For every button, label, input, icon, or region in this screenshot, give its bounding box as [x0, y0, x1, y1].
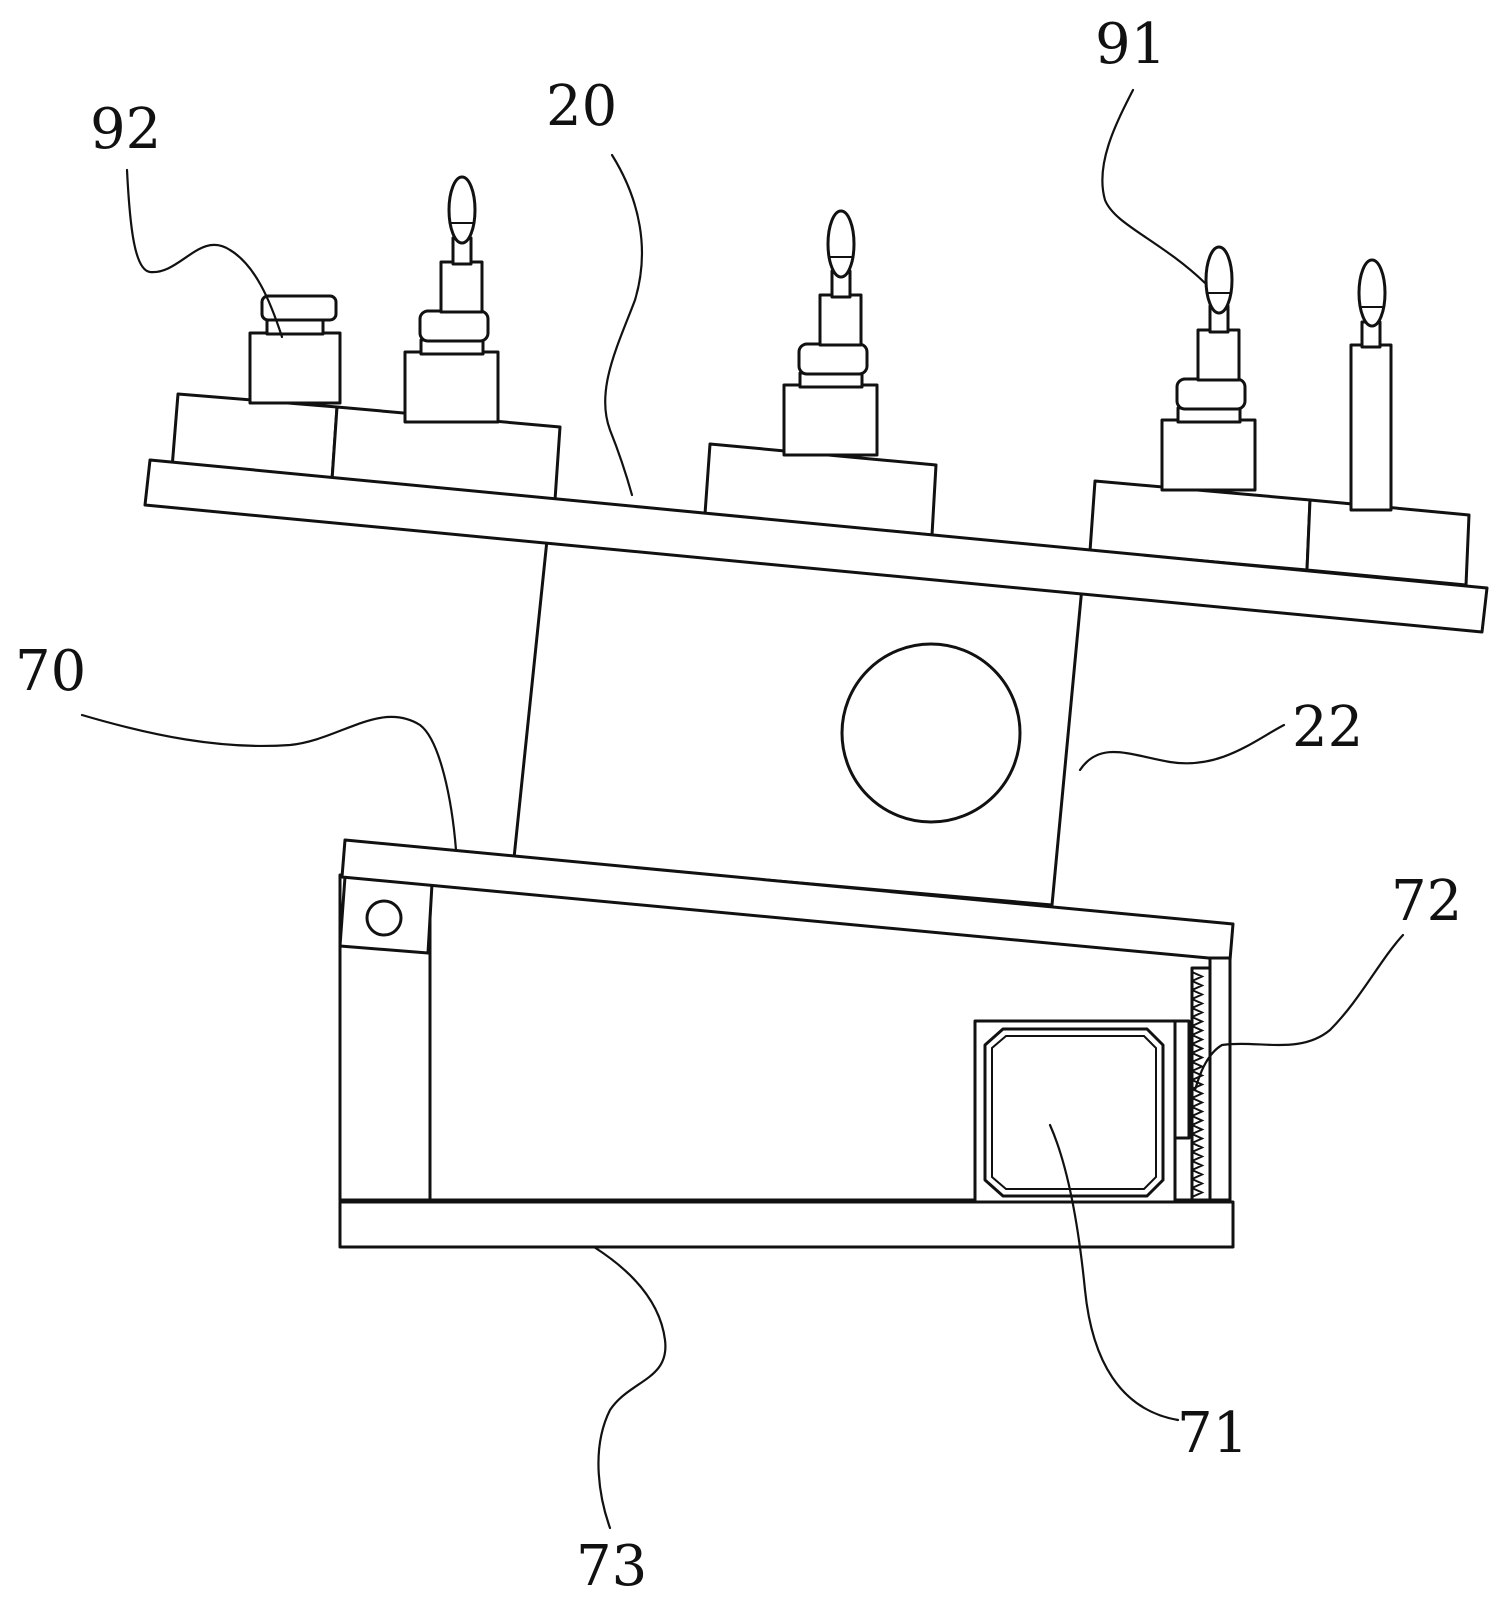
label-20: 20 [546, 74, 617, 139]
rack-72 [1192, 968, 1210, 1200]
pin-2 [784, 211, 877, 455]
bottom-plate-73 [340, 1202, 1233, 1247]
leader-91 [1102, 90, 1205, 283]
leader-92 [127, 170, 282, 337]
leader-73 [594, 1247, 665, 1528]
label-70: 70 [15, 639, 86, 704]
label-92: 92 [90, 97, 161, 162]
component-92 [250, 296, 340, 403]
vertical-plate [514, 540, 1082, 905]
pin-91 [1162, 247, 1255, 490]
label-72: 72 [1391, 869, 1462, 934]
label-22: 22 [1292, 695, 1363, 760]
pin-1 [405, 177, 498, 422]
pin-4 [1351, 260, 1391, 510]
leader-22 [1080, 725, 1284, 770]
box-71 [975, 1021, 1189, 1202]
label-71: 71 [1177, 1401, 1248, 1466]
label-73: 73 [576, 1534, 647, 1599]
label-91: 91 [1095, 12, 1166, 77]
leader-70 [82, 715, 456, 850]
leader-20 [605, 155, 642, 495]
